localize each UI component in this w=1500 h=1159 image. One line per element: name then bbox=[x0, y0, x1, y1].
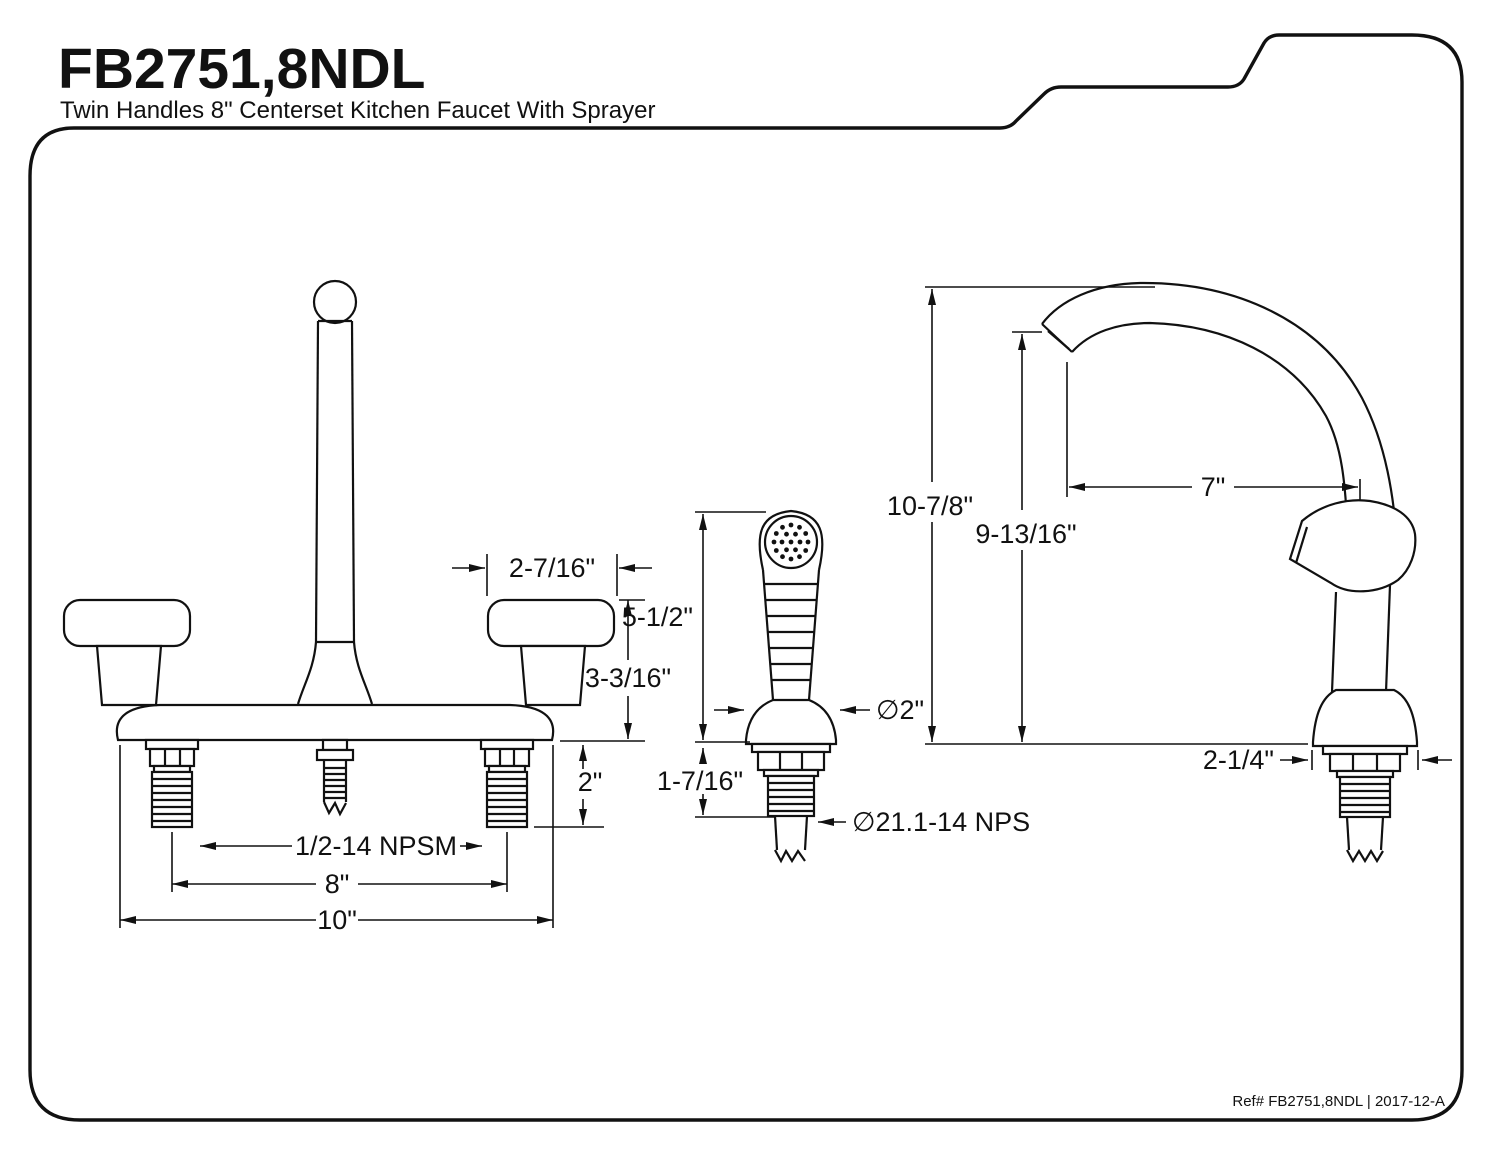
dim-handle-height: 3-3/16" bbox=[560, 599, 671, 742]
center-tailpiece bbox=[315, 738, 355, 817]
dim-hose-thread-label: ∅21.1-14 NPS bbox=[852, 807, 1030, 837]
dim-spread: 8" bbox=[171, 832, 508, 899]
dim-sprayer-shank: 1-7/16" bbox=[657, 748, 775, 818]
dim-overall-height: 10-7/8" bbox=[887, 286, 1308, 745]
sprayer-side bbox=[1288, 499, 1419, 864]
page-subtitle: Twin Handles 8" Centerset Kitchen Faucet… bbox=[60, 97, 655, 124]
spout-front bbox=[296, 279, 374, 705]
footer-ref: Ref# FB2751,8NDL | 2017-12-A bbox=[1232, 1093, 1445, 1110]
dim-spout-reach: 7" bbox=[1066, 362, 1361, 502]
spout-side bbox=[1041, 281, 1400, 561]
break-symbol bbox=[774, 848, 806, 864]
dim-sprayer-base-diameter: ∅2" bbox=[714, 695, 924, 725]
spray-face bbox=[763, 514, 819, 570]
sprayer-base-flange bbox=[744, 698, 838, 746]
dim-handle-height-label: 3-3/16" bbox=[585, 663, 671, 693]
dim-shank-length: 2" bbox=[534, 745, 604, 828]
dim-spread-label: 8" bbox=[325, 869, 350, 899]
dim-overall-height-label: 10-7/8" bbox=[887, 491, 973, 521]
sprayer-grip-body bbox=[761, 569, 821, 701]
handle-right bbox=[486, 598, 616, 707]
dim-sprayer-shank-label: 1-7/16" bbox=[657, 766, 743, 796]
dim-handle-length: 2-7/16" bbox=[452, 553, 652, 596]
dim-shank-thread-label: 1/2-14 NPSM bbox=[295, 831, 457, 861]
dim-sprayer-base-width: 2-1/4" bbox=[1203, 745, 1452, 775]
dim-sprayer-height: 5-1/2" bbox=[622, 511, 766, 743]
spout-ball-finial bbox=[312, 279, 358, 325]
break-symbol bbox=[1346, 848, 1384, 864]
page-title: FB2751,8NDL bbox=[58, 37, 425, 101]
handle-right-body bbox=[519, 644, 587, 707]
sprayer-shank bbox=[750, 742, 832, 864]
dim-hose-thread: ∅21.1-14 NPS bbox=[818, 807, 1030, 837]
dim-sprayer-base-width-label: 2-1/4" bbox=[1203, 745, 1274, 775]
sprayer-side-escutcheon bbox=[1311, 688, 1419, 748]
handle-left bbox=[62, 598, 192, 707]
dim-deck-width: 10" bbox=[119, 745, 554, 935]
sprayer-front-view: 5-1/2" 1-7/16" ∅2" ∅21.1-14 NPS bbox=[622, 509, 1030, 864]
faucet-side-view: 10-7/8" 9-13/16" 7" 2-1/4" bbox=[887, 281, 1452, 864]
dim-deck-width-label: 10" bbox=[317, 905, 357, 935]
break-symbol bbox=[322, 800, 347, 817]
handle-right-lever bbox=[486, 598, 616, 648]
shank-left bbox=[144, 738, 200, 829]
dim-handle-length-label: 2-7/16" bbox=[509, 553, 595, 583]
dim-sprayer-height-label: 5-1/2" bbox=[622, 602, 693, 632]
sheet-border bbox=[28, 33, 1464, 1122]
sprayer-side-head bbox=[1288, 499, 1417, 593]
dim-spout-reach-label: 7" bbox=[1201, 472, 1226, 502]
faucet-front-view: 2-7/16" 3-3/16" 2" 1/2-14 NPSM bbox=[62, 279, 671, 935]
shank-right bbox=[479, 738, 535, 829]
handle-left-body bbox=[95, 644, 163, 707]
dim-shank-thread: 1/2-14 NPSM bbox=[200, 831, 482, 861]
dim-shank-length-label: 2" bbox=[578, 767, 603, 797]
deck-plate bbox=[115, 703, 555, 742]
title-block: FB2751,8NDL Twin Handles 8" Centerset Ki… bbox=[58, 37, 655, 124]
spray-nozzle-dots bbox=[771, 522, 811, 562]
handle-left-lever bbox=[62, 598, 192, 648]
dim-spout-height: 9-13/16" bbox=[975, 331, 1077, 742]
dim-spout-height-label: 9-13/16" bbox=[975, 519, 1076, 549]
dim-sprayer-base-diameter-label: ∅2" bbox=[876, 695, 924, 725]
